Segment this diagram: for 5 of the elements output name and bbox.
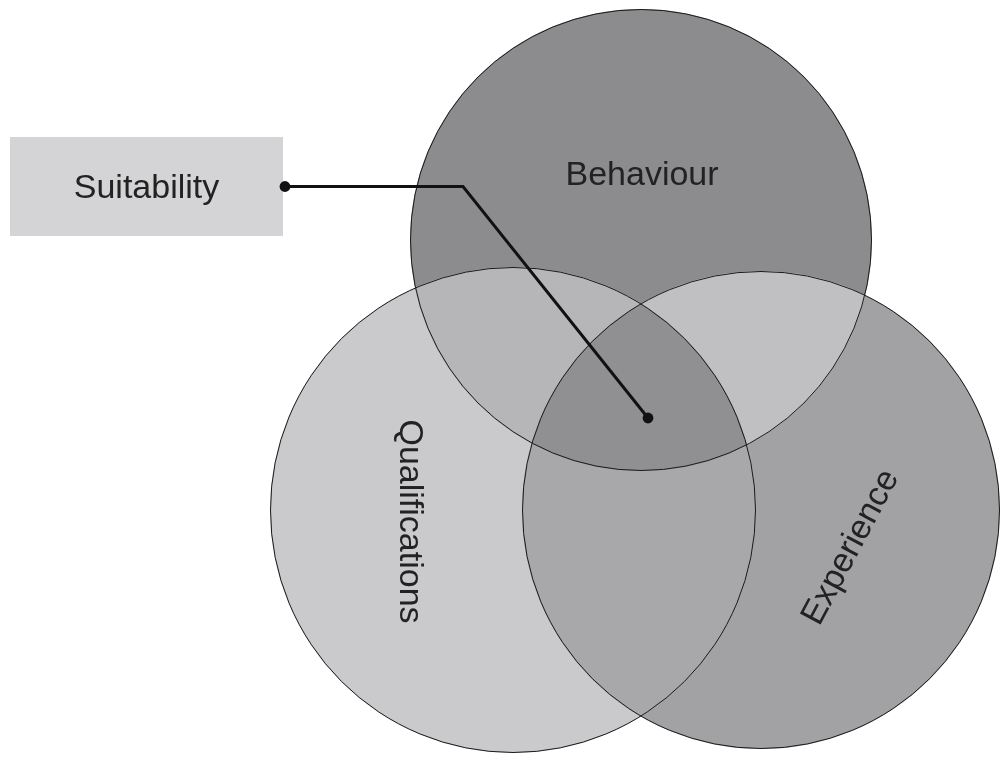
box-label: Suitability [73, 167, 220, 206]
leader-line [279, 181, 654, 424]
circle-label: Behaviour [565, 153, 719, 193]
circle-label: Qualifications [391, 418, 431, 624]
label-box [10, 137, 283, 236]
